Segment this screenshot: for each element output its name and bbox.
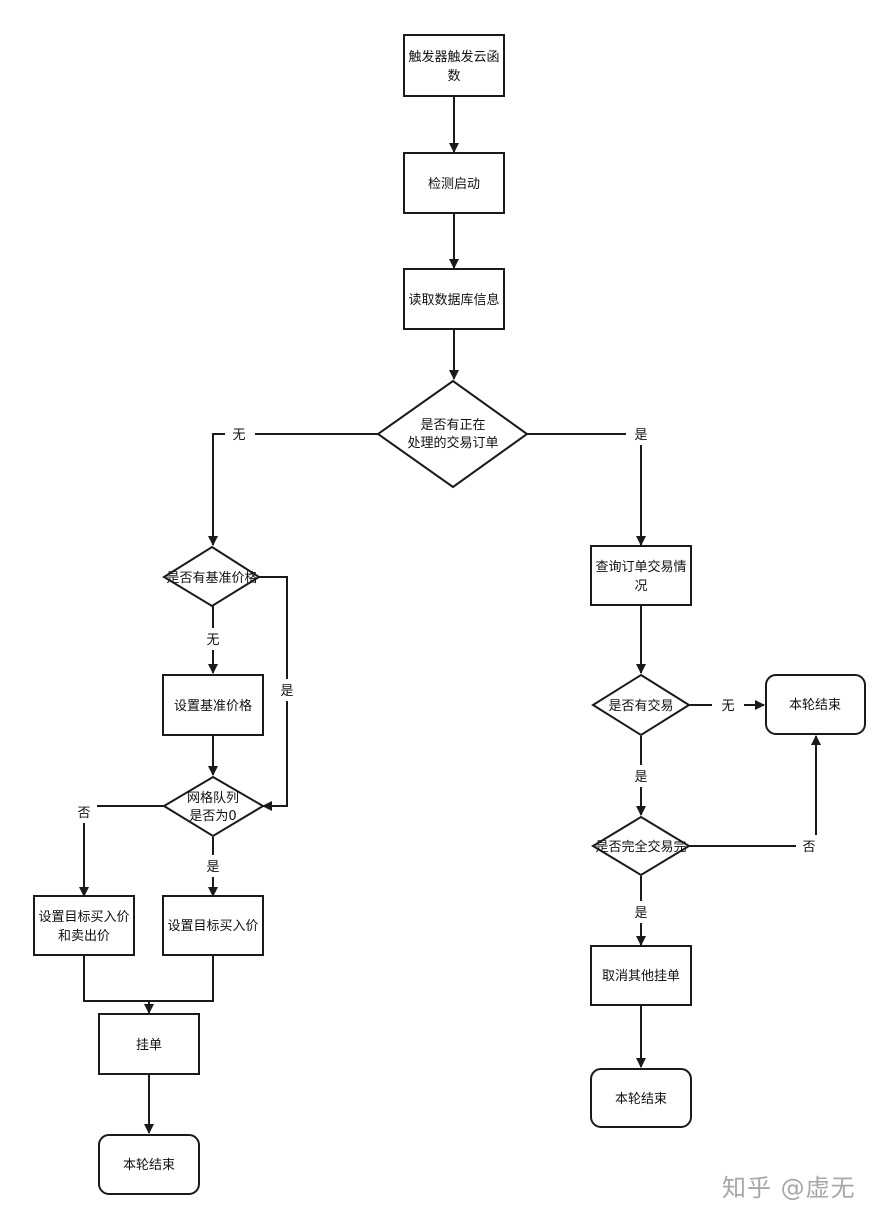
node-read-db-label: 读取数据库信息: [408, 292, 499, 308]
decision-processing-shape: [376, 379, 529, 489]
node-set-base-price-label: 设置基准价格: [174, 698, 252, 714]
decision-base-price: 是否有基准价格: [162, 545, 261, 608]
node-detect: 检测启动: [403, 152, 505, 214]
node-cancel-orders-box: [590, 945, 692, 1006]
node-trigger-label-line2: 数: [447, 69, 460, 84]
edge-complete-no: [689, 735, 821, 847]
decision-base-price-label: 是否有基准价格: [166, 570, 257, 586]
node-end-right-bottom: 本轮结束: [590, 1068, 692, 1128]
edge-label-yes-grid: 是: [206, 860, 219, 875]
node-end-right-bottom-box: [590, 1068, 692, 1128]
node-place-order-box: [98, 1013, 200, 1075]
decision-has-trade-label: 是否有交易: [608, 698, 673, 714]
watermark: 知乎 @虚无: [722, 1174, 856, 1202]
decision-grid: 网格队列 是否为0: [162, 775, 265, 838]
edge-label-backgrounds: [71, 423, 822, 923]
node-query-order-box: [590, 545, 692, 606]
node-query-order-label-line1: 查询订单交易情: [595, 559, 686, 575]
node-set-base-price: 设置基准价格: [162, 674, 264, 736]
label-bg-yes-complete: [628, 901, 654, 923]
node-set-buy-sell: 设置目标买入价 和卖出价: [33, 895, 135, 956]
edge-label-yes-base: 是: [280, 684, 293, 699]
edge-label-none-base: 无: [206, 633, 219, 648]
node-end-left: 本轮结束: [98, 1134, 200, 1195]
decision-processing-label-line2: 处理的交易订单: [407, 435, 498, 451]
edge-label-yes-right: 是: [634, 428, 647, 443]
node-end-left-label: 本轮结束: [123, 1158, 175, 1173]
edge-merge: [83, 956, 214, 1002]
label-bg-none-base: [200, 628, 226, 650]
edge-label-no-grid: 否: [77, 806, 90, 821]
edge-label-yes-trade: 是: [634, 770, 647, 785]
node-set-buy-sell-box: [33, 895, 135, 956]
node-set-base-price-box: [162, 674, 264, 736]
node-set-buy: 设置目标买入价: [162, 895, 264, 956]
node-set-buy-sell-label-line1: 设置目标买入价: [38, 910, 129, 925]
node-cancel-orders-label: 取消其他挂单: [602, 969, 680, 984]
node-read-db-box: [403, 268, 505, 330]
node-read-db: 读取数据库信息: [403, 268, 505, 330]
node-end-right-top: 本轮结束: [765, 674, 866, 735]
node-end-right-top-box: [765, 674, 866, 735]
node-set-buy-label: 设置目标买入价: [167, 919, 258, 934]
node-end-right-bottom-label: 本轮结束: [615, 1092, 667, 1107]
label-bg-yes-grid: [200, 855, 226, 877]
label-bg-no-grid: [71, 801, 97, 823]
node-set-buy-box: [162, 895, 264, 956]
label-bg-yes-base: [275, 679, 299, 701]
edges: [79, 97, 821, 1134]
edge-processing-yes: [527, 433, 646, 546]
label-bg-none-trade: [712, 694, 744, 716]
edge-label-none-left: 无: [232, 428, 245, 443]
decision-has-trade-shape: [591, 673, 691, 737]
decision-processing-label-line1: 是否有正在: [420, 418, 485, 433]
decision-complete-label: 是否完全交易完: [595, 839, 686, 855]
decision-grid-label-line2: 是否为0: [189, 809, 236, 824]
node-detect-label: 检测启动: [428, 177, 480, 192]
edge-label-yes-complete: 是: [634, 906, 647, 921]
decision-processing: 是否有正在 处理的交易订单: [376, 379, 529, 489]
node-trigger-box: [403, 34, 505, 97]
node-detect-box: [403, 152, 505, 214]
node-trigger: 触发器触发云函 数: [403, 34, 505, 97]
label-bg-none-left: [225, 423, 255, 445]
edge-label-none-trade: 无: [721, 699, 734, 714]
node-end-right-top-label: 本轮结束: [789, 698, 841, 713]
node-query-order-label-line2: 况: [634, 579, 647, 594]
node-set-buy-sell-label-line2: 和卖出价: [58, 929, 110, 944]
decision-complete: 是否完全交易完: [591, 815, 691, 877]
label-bg-yes-trade: [628, 765, 654, 787]
node-trigger-label-line1: 触发器触发云函: [408, 49, 499, 65]
decision-grid-label-line1: 网格队列: [187, 790, 239, 806]
decision-grid-shape: [162, 775, 265, 838]
node-end-left-box: [98, 1134, 200, 1195]
label-bg-yes-right: [626, 423, 656, 445]
decision-complete-shape: [591, 815, 691, 877]
node-query-order: 查询订单交易情 况: [590, 545, 692, 606]
decision-base-price-shape: [162, 545, 261, 608]
label-bg-no-complete: [796, 835, 822, 857]
decision-has-trade: 是否有交易: [591, 673, 691, 737]
node-place-order: 挂单: [98, 1013, 200, 1075]
edge-label-no-complete: 否: [802, 840, 815, 855]
node-cancel-orders: 取消其他挂单: [590, 945, 692, 1006]
edge-processing-none: [208, 433, 378, 546]
edge-labels: 无 是 无 是 否 是 无 是 否 是: [77, 428, 815, 921]
node-place-order-label: 挂单: [136, 1038, 162, 1053]
